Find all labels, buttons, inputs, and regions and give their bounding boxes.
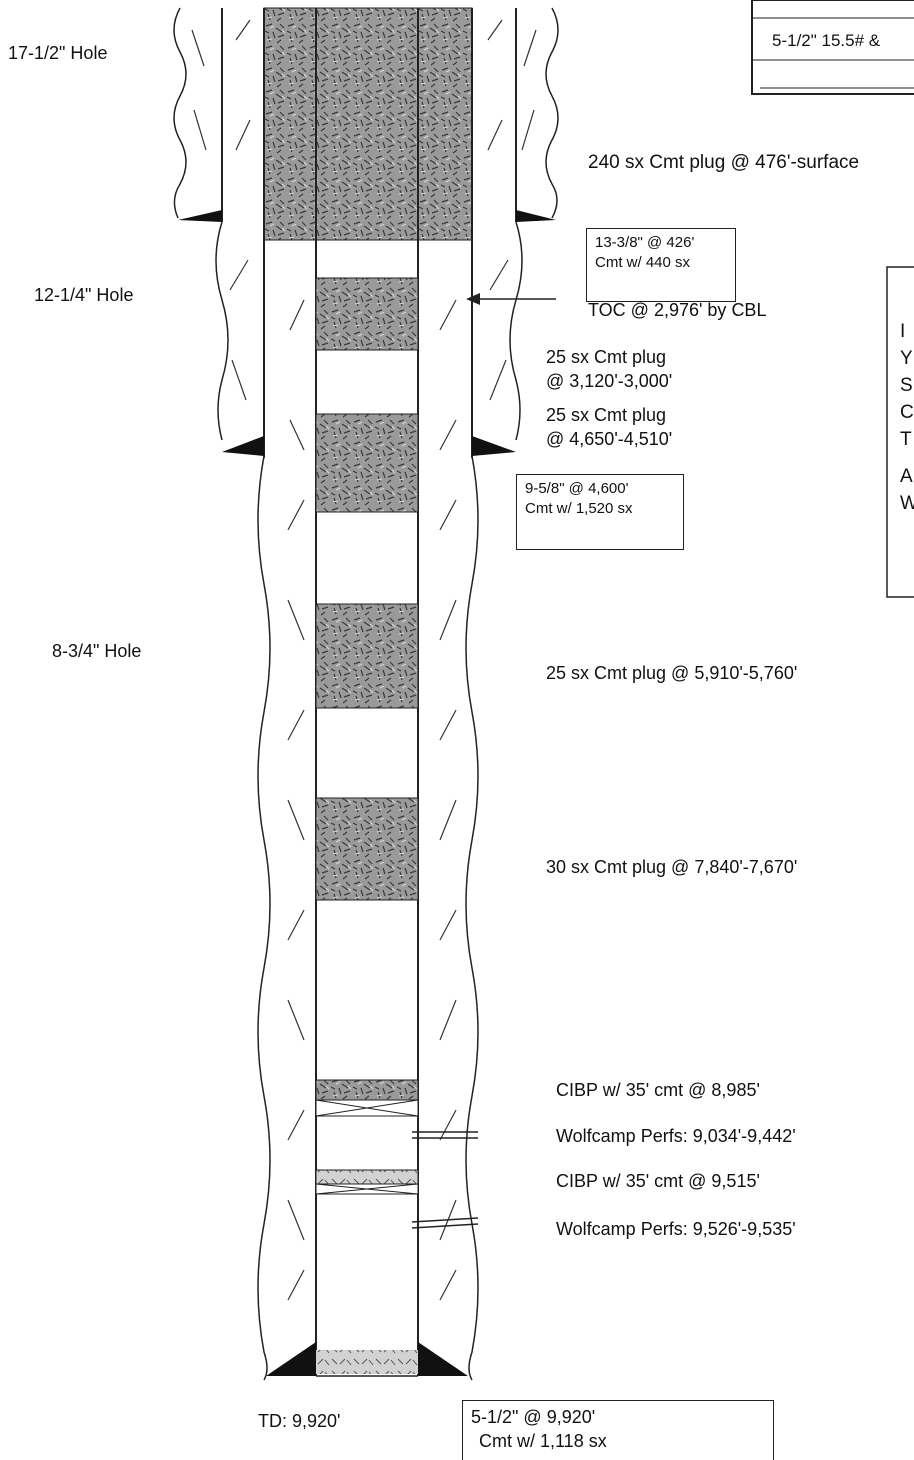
- casing-box-5-line1: 5-1/2" @ 9,920': [471, 1407, 596, 1427]
- top-table-row-text: 5-1/2" 15.5# &: [772, 31, 881, 50]
- shoe-9-right: [472, 436, 516, 456]
- td-label: TD: 9,920': [258, 1411, 341, 1431]
- info-box-line: W: [900, 493, 914, 514]
- info-box-line: Y: [900, 348, 913, 369]
- info-box: [886, 266, 914, 598]
- cibp-8985: [315, 1079, 419, 1117]
- annulus-hatching: [191, 19, 537, 1301]
- info-box-line: T: [900, 429, 912, 450]
- hole-wall-12-left: [215, 221, 229, 441]
- shoe-5-right: [418, 1342, 468, 1376]
- shoe-5-left: [266, 1342, 316, 1376]
- cibp-label-9515: CIBP w/ 35' cmt @ 9,515': [556, 1171, 760, 1191]
- perfs-label-9526: Wolfcamp Perfs: 9,526'-9,535': [556, 1219, 796, 1239]
- info-box-line: C: [900, 402, 914, 423]
- cibp-9515: [315, 1169, 419, 1195]
- toc-arrow: [466, 293, 556, 305]
- hole-wall-8-right: [465, 455, 479, 1381]
- toc-label: TOC @ 2,976' by CBL: [588, 300, 767, 320]
- casing-box-13: 13-3/8" @ 426' Cmt w/ 440 sx: [586, 228, 736, 302]
- hole-label-17: 17-1/2" Hole: [8, 43, 108, 63]
- plug-label-3120-a: 25 sx Cmt plug: [546, 347, 667, 367]
- casing-box-9-line1: 9-5/8" @ 4,600': [525, 480, 629, 497]
- surface-cement-plug: [263, 7, 473, 241]
- casing-box-13-line2: Cmt w/ 440 sx: [595, 254, 691, 271]
- plug-label-3120-b: @ 3,120'-3,000': [546, 371, 673, 391]
- shoe-13-right: [516, 210, 556, 222]
- cibp-label-8985: CIBP w/ 35' cmt @ 8,985': [556, 1080, 760, 1100]
- perfs-label-9034: Wolfcamp Perfs: 9,034'-9,442': [556, 1126, 796, 1146]
- casing-box-5: 5-1/2" @ 9,920' Cmt w/ 1,118 sx: [462, 1400, 774, 1460]
- hole-wall-17-right: [545, 7, 559, 219]
- info-box-line: S: [900, 375, 913, 396]
- cement-plug-7840: [315, 797, 419, 901]
- shoe-13-left: [178, 210, 222, 222]
- plug-label-surface: 240 sx Cmt plug @ 476'-surface: [588, 152, 860, 173]
- hole-wall-17-left: [173, 7, 187, 219]
- hole-wall-8-left: [257, 455, 271, 1381]
- plug-label-4650-a: 25 sx Cmt plug: [546, 405, 667, 425]
- info-box-text: I Y S C T A W: [900, 318, 914, 517]
- plug-label-7840: 30 sx Cmt plug @ 7,840'-7,670': [546, 857, 798, 877]
- bottom-cement: [316, 1350, 418, 1374]
- shoe-9-left: [222, 436, 264, 456]
- cement-plug-5910: [315, 603, 419, 709]
- perfs-9526: [411, 1217, 479, 1229]
- top-table: [751, 0, 914, 95]
- perfs-9034: [412, 1131, 478, 1139]
- casing-box-9-line2: Cmt w/ 1,520 sx: [525, 500, 633, 517]
- casing-box-5-line2: Cmt w/ 1,118 sx: [479, 1431, 607, 1451]
- cement-plug-4650: [315, 413, 419, 513]
- info-box-line: A: [900, 466, 913, 487]
- info-box-line: I: [900, 321, 906, 342]
- hole-label-8: 8-3/4" Hole: [52, 641, 142, 661]
- casing-box-13-line1: 13-3/8" @ 426': [595, 234, 695, 251]
- hole-label-12: 12-1/4" Hole: [34, 285, 134, 305]
- plug-label-4650-b: @ 4,650'-4,510': [546, 429, 673, 449]
- plug-label-5910: 25 sx Cmt plug @ 5,910'-5,760': [546, 663, 798, 683]
- casing-box-9: 9-5/8" @ 4,600' Cmt w/ 1,520 sx: [516, 474, 684, 550]
- hole-wall-12-right: [509, 221, 523, 441]
- cement-plug-3120: [315, 277, 419, 351]
